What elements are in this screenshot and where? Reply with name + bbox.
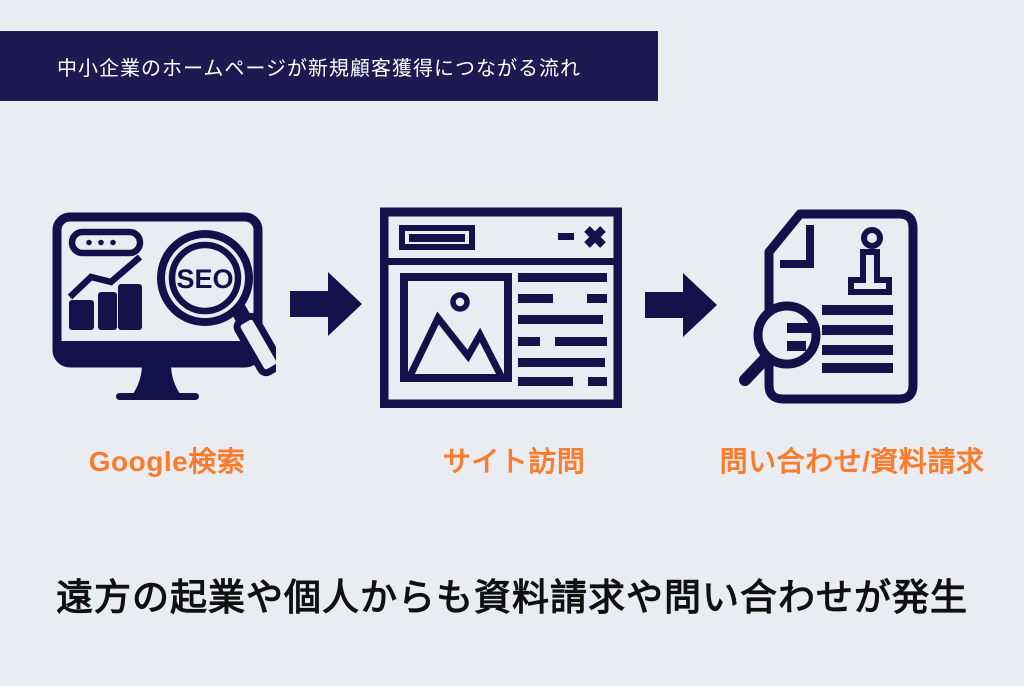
seo-magnifier-icon: SEO: [157, 230, 276, 377]
monitor-seo-search-icon: SEO: [52, 212, 276, 400]
browser-website-icon: [380, 207, 622, 408]
step-label-site-visit: サイト訪問: [442, 446, 586, 477]
text-lines: [518, 273, 607, 386]
document-inquiry-icon: [739, 209, 918, 404]
seo-label: SEO: [176, 264, 233, 294]
banner-title: 中小企業のホームページが新規顧客獲得につながる流れ: [57, 57, 581, 80]
minimize-icon: [558, 233, 574, 240]
magnifier-icon: [739, 301, 821, 386]
step-label-inquiry: 問い合わせ/資料請求: [719, 446, 985, 477]
footer-headline: 遠方の起業や個人からも資料請求や問い合わせが発生: [56, 577, 968, 618]
image-placeholder-icon: [400, 273, 512, 382]
info-icon: [848, 227, 892, 295]
step-label-google-search: Google検索: [88, 446, 246, 477]
text-lines: [822, 305, 893, 373]
right-arrow-icon: [290, 272, 362, 336]
close-icon: [584, 226, 606, 248]
right-arrow-icon: [645, 273, 717, 337]
title-banner: 中小企業のホームページが新規顧客獲得につながる流れ: [0, 31, 658, 101]
